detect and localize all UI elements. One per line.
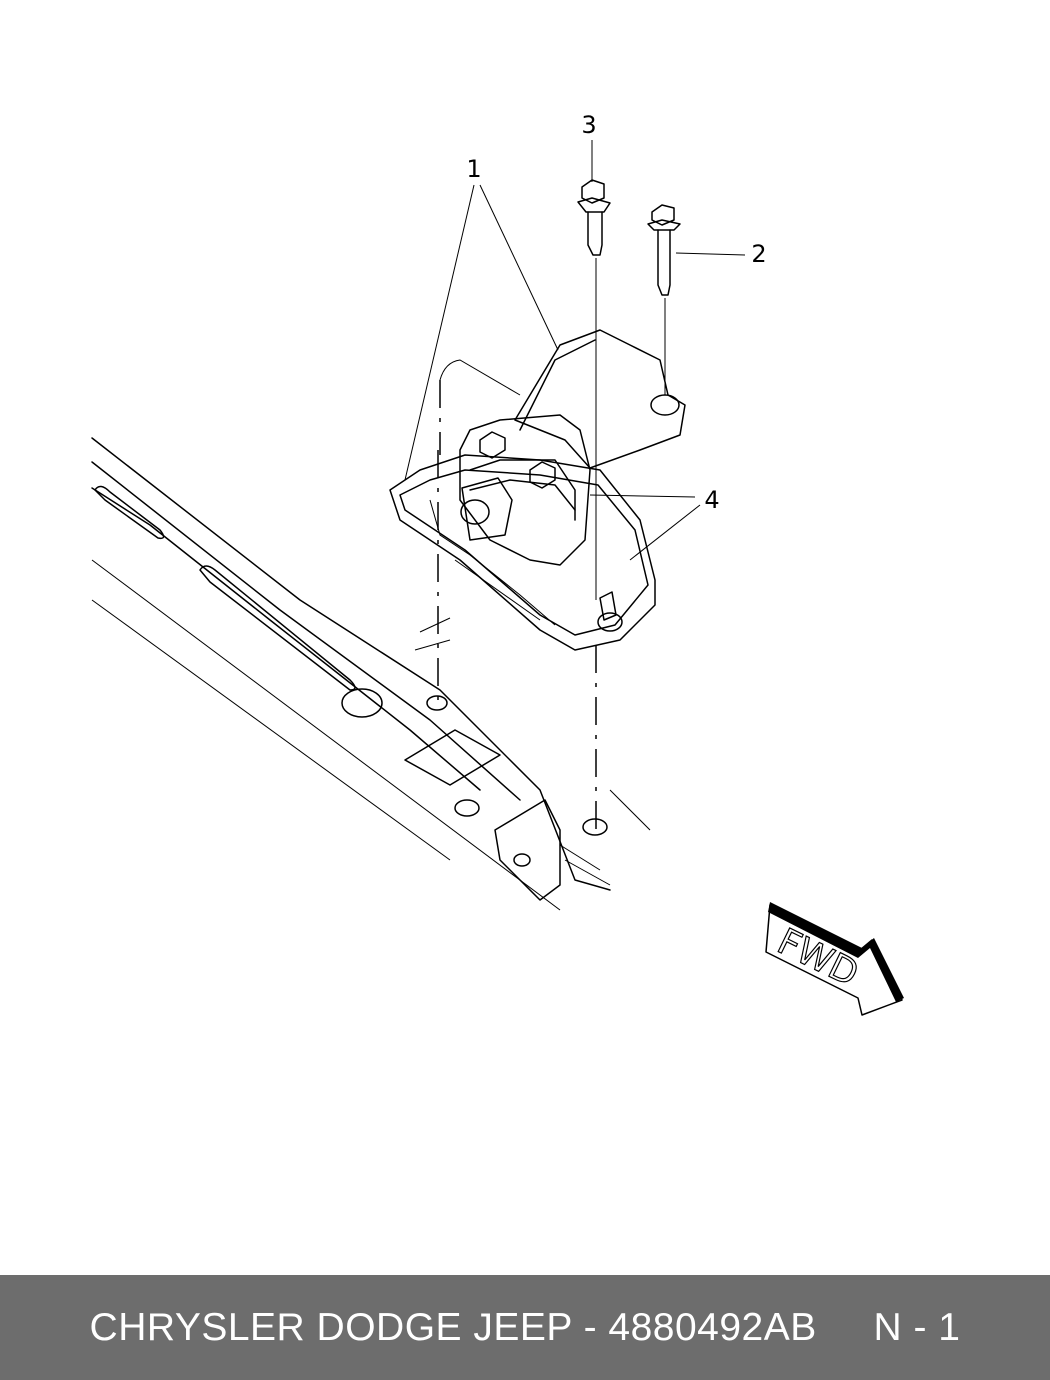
callout-4: 4 (704, 486, 719, 514)
exploded-parts-diagram: 1 2 3 4 FWD (91, 111, 904, 1016)
callout-3: 3 (581, 111, 596, 139)
bolt-2 (647, 204, 681, 296)
engine-mount (389, 329, 686, 651)
gap (817, 1306, 874, 1349)
callout-2: 2 (751, 240, 766, 268)
centerlines (437, 258, 666, 830)
brand-label: CHRYSLER DODGE JEEP (89, 1305, 573, 1349)
leader-lines (404, 140, 746, 561)
diagram-canvas: 1 2 3 4 FWD (91, 111, 904, 1016)
footer-caption: CHRYSLER DODGE JEEP - 4880492AB N - 1 (90, 1306, 961, 1350)
part-number: 4880492AB (608, 1305, 817, 1349)
frame-rail (91, 437, 651, 911)
bolt-3 (577, 179, 611, 256)
callout-1: 1 (466, 155, 481, 183)
fwd-direction-arrow: FWD (765, 902, 904, 1016)
page-reference: N - 1 (873, 1305, 961, 1349)
separator: - (572, 1305, 609, 1349)
footer-bar: CHRYSLER DODGE JEEP - 4880492AB N - 1 (0, 1275, 1050, 1380)
